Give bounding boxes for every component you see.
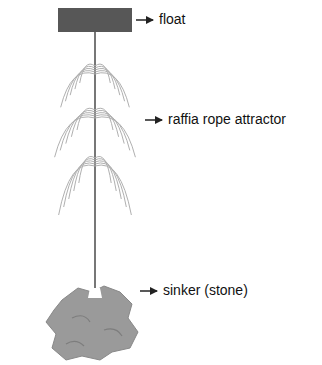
raffia-strand xyxy=(95,165,131,215)
raffia-strand xyxy=(95,156,111,183)
leader-arrow xyxy=(145,119,162,121)
raffia-strand xyxy=(64,163,95,207)
raffia-strand xyxy=(95,117,135,157)
raffia-strand xyxy=(71,110,95,136)
raffia-strand xyxy=(65,71,95,102)
stone-texture xyxy=(66,316,122,346)
leader-arrow xyxy=(140,290,157,292)
raffia-strand xyxy=(95,66,115,89)
leader-arrow xyxy=(136,19,153,21)
raffia-strand xyxy=(95,115,130,151)
raffia-strand xyxy=(79,156,95,183)
rope-tie xyxy=(88,288,102,298)
raffia-strand xyxy=(95,73,129,108)
stone-sinker xyxy=(46,286,138,360)
raffia-strand xyxy=(60,115,95,151)
raffia-strand xyxy=(95,71,125,102)
raffia-strand xyxy=(59,165,95,215)
raffia-strand xyxy=(70,68,95,95)
raffia-strand xyxy=(55,117,95,157)
raffia-strand xyxy=(77,108,95,130)
raffia-strand xyxy=(61,73,95,108)
raffia-strands xyxy=(55,64,136,215)
raffia-strand xyxy=(95,68,120,95)
raffia-strand xyxy=(95,110,119,136)
part-label: sinker (stone) xyxy=(163,283,248,298)
part-label: raffia rope attractor xyxy=(168,112,286,127)
part-label: float xyxy=(159,12,185,27)
raffia-strand xyxy=(95,108,113,130)
raffia-strand xyxy=(75,66,95,89)
raffia-strand xyxy=(95,163,126,207)
float-shape xyxy=(58,8,132,32)
